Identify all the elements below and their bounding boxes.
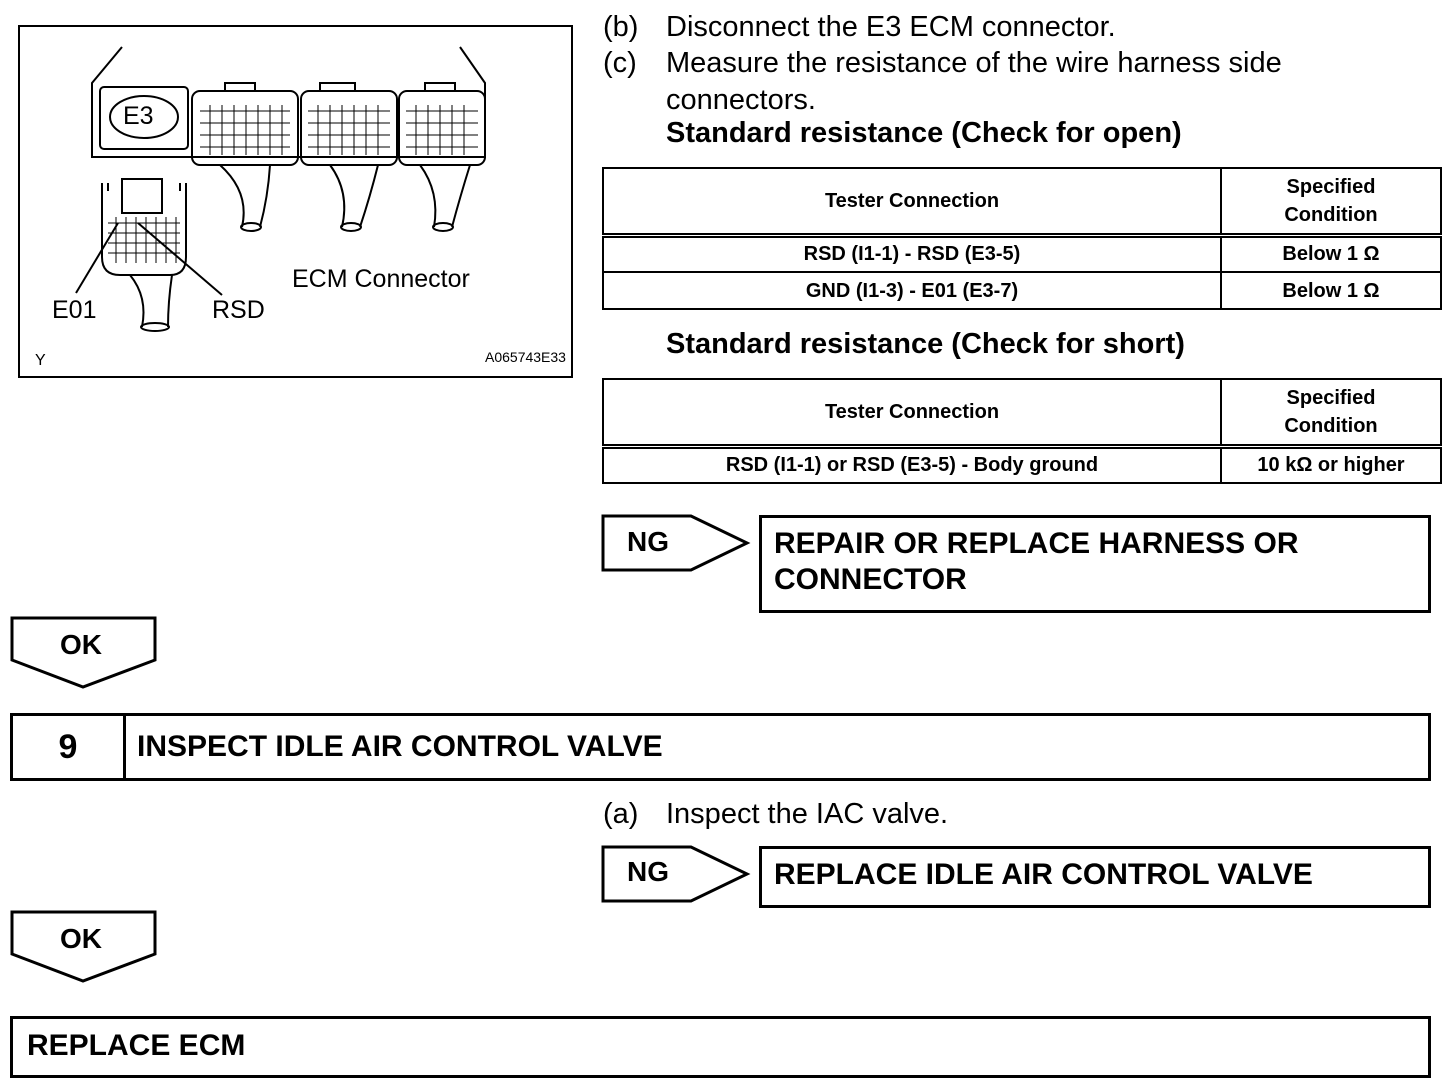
step-a-letter: (a) [603,798,639,830]
open-col-condition-line2: Condition [1284,203,1378,226]
step-c-letter: (c) [603,47,637,79]
short-col-tester: Tester Connection [602,378,1222,449]
ng-arrow-tag-1 [601,514,751,572]
table-row: RSD (I1-1) - RSD (E3-5) Below 1 Ω [602,234,1442,273]
short-col-condition-line2: Condition [1284,414,1378,437]
open-row1-connection: RSD (I1-1) - RSD (E3-5) [602,234,1222,273]
ng-arrow-tag-2 [601,845,751,903]
replace-ecm-box: REPLACE ECM [10,1016,1431,1078]
table-row: RSD (I1-1) or RSD (E3-5) - Body ground 1… [602,445,1442,484]
short-col-condition: Specified Condition [1220,378,1442,449]
open-col-tester: Tester Connection [602,167,1222,238]
repair-harness-action-box: REPAIR OR REPLACE HARNESS OR CONNECTOR [759,515,1431,613]
short-check-table: Tester Connection Specified Condition RS… [602,378,1442,484]
ecm-connector-drawing [75,46,486,332]
ng-label-1: NG [627,526,669,557]
ok-label-2: OK [60,923,102,954]
step-a-text: Inspect the IAC valve. [666,798,949,830]
replace-iac-action-box: REPLACE IDLE AIR CONTROL VALVE [759,846,1431,908]
step-c-text-line2: connectors. [666,84,816,116]
step-a: (a) Inspect the IAC valve. [603,796,1403,832]
short-col-condition-line1: Specified [1286,386,1376,409]
replace-iac-action: REPLACE IDLE AIR CONTROL VALVE [774,858,1313,891]
ok-label-1: OK [60,629,102,660]
open-check-heading: Standard resistance (Check for open) [666,117,1182,149]
step-9-title: INSPECT IDLE AIR CONTROL VALVE [137,730,663,763]
short-row1-condition: 10 kΩ or higher [1220,445,1442,484]
step-c: (c) Measure the resistance of the wire h… [603,45,1403,117]
rsd-pin-label: RSD [212,296,265,324]
short-row1-connection: RSD (I1-1) or RSD (E3-5) - Body ground [602,445,1222,484]
open-row1-condition: Below 1 Ω [1220,234,1442,273]
ok-arrow-tag-1 [10,616,157,689]
step-b: (b) Disconnect the E3 ECM connector. [603,9,1403,45]
repair-action-line1: REPAIR OR REPLACE HARNESS OR [774,527,1299,560]
e01-pin-label: E01 [52,296,97,324]
step-b-letter: (b) [603,11,639,43]
connector-tag-label: E3 [123,102,154,130]
open-check-table: Tester Connection Specified Condition RS… [602,167,1442,310]
open-row2-connection: GND (I1-3) - E01 (E3-7) [602,271,1222,310]
figure-id: A065743E33 [485,349,566,365]
step-b-text: Disconnect the E3 ECM connector. [666,11,1116,43]
step-9-number: 9 [13,716,126,778]
open-row2-condition: Below 1 Ω [1220,271,1442,310]
ng-label-2: NG [627,856,669,887]
step-9-header: 9 INSPECT IDLE AIR CONTROL VALVE [10,713,1431,781]
ecm-connector-caption: ECM Connector [292,265,470,293]
repair-action-line2: CONNECTOR [774,563,967,596]
short-check-heading: Standard resistance (Check for short) [666,328,1185,360]
ecm-connector-figure: E3 ECM Connector E01 RSD Y A065743E33 [18,25,573,378]
open-col-condition: Specified Condition [1220,167,1442,238]
step-c-text-line1: Measure the resistance of the wire harne… [666,47,1282,79]
ok-arrow-tag-2 [10,910,157,983]
figure-corner-mark: Y [35,352,46,369]
open-col-condition-line1: Specified [1286,175,1376,198]
table-row: GND (I1-3) - E01 (E3-7) Below 1 Ω [602,271,1442,310]
